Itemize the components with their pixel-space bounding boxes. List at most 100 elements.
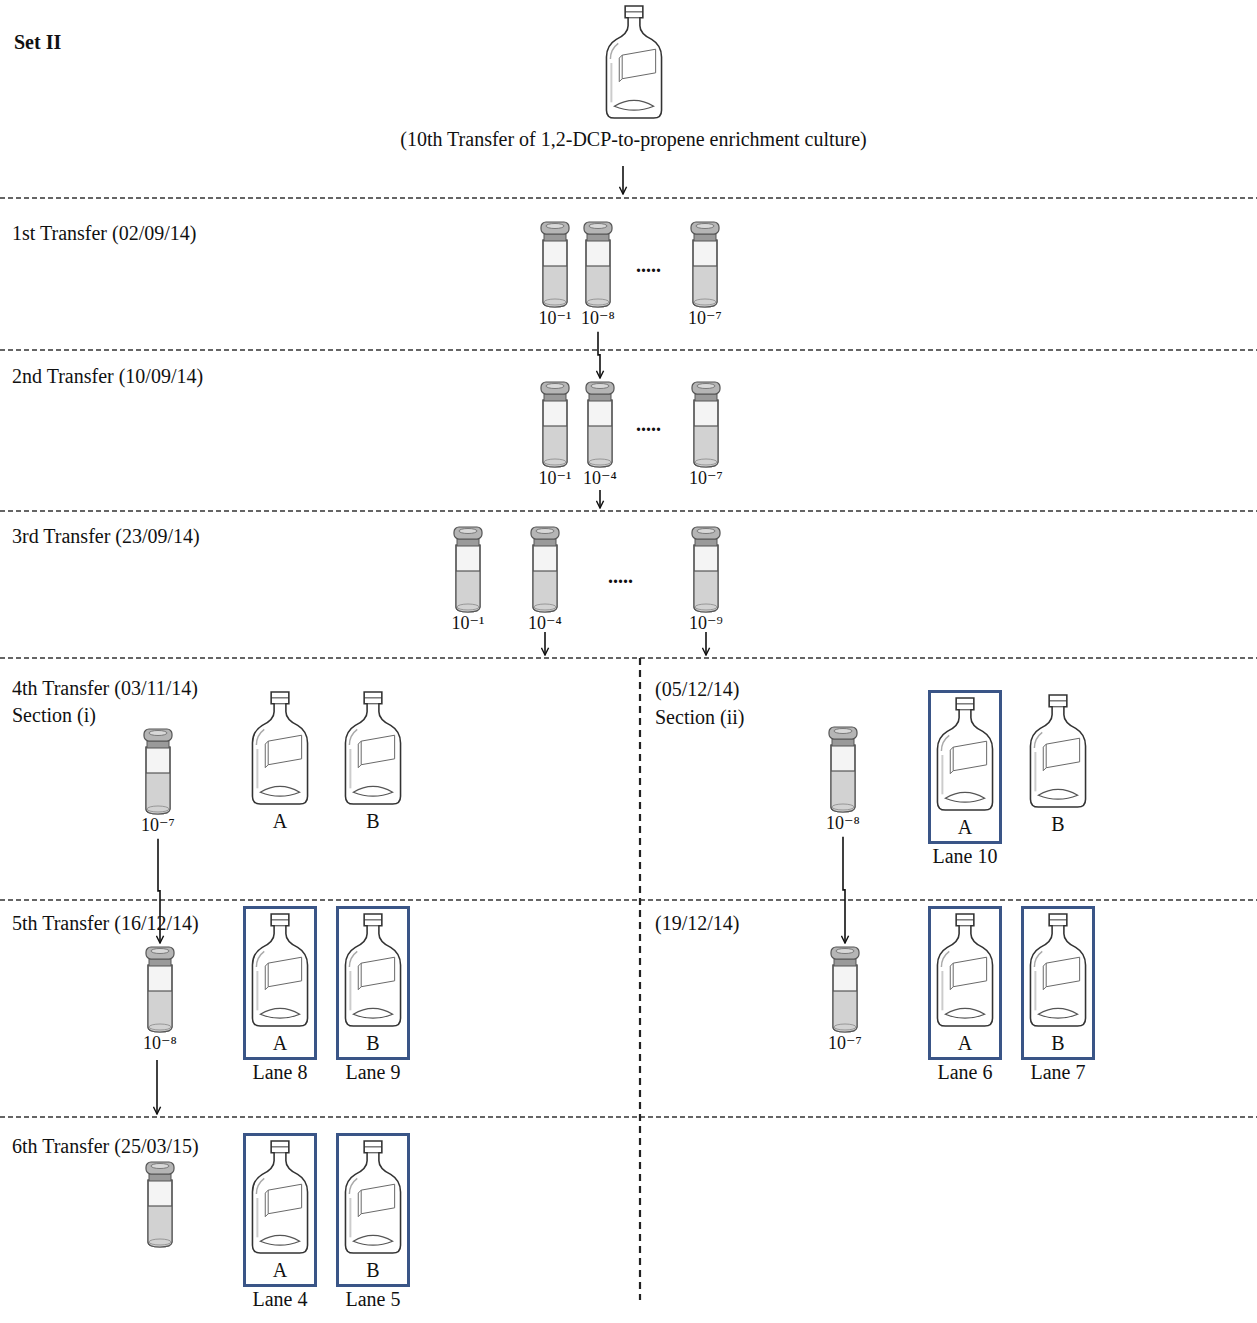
bottle-letter: A: [958, 1032, 972, 1054]
dilution-vial: 10⁻⁴: [528, 525, 562, 634]
bottle-letter: A: [273, 810, 287, 832]
vial-drawing: [689, 525, 723, 613]
bottle-letter: A: [273, 1032, 287, 1054]
dilution-vial: 10⁻⁷: [141, 727, 175, 836]
bottle-drawing: [248, 690, 312, 808]
vial-drawing: [538, 220, 572, 308]
dilution-vial: 10⁻⁴: [583, 380, 617, 489]
transfer-label: 4th Transfer (03/11/14): [12, 677, 198, 699]
bottle-drawing: [341, 1139, 405, 1257]
bottle-letter: B: [366, 1032, 379, 1054]
vial-drawing: [141, 727, 175, 815]
dilution-vial: 10⁻⁷: [689, 380, 723, 489]
bottle-letter: B: [1051, 813, 1064, 835]
dilution-label: 10⁻⁷: [828, 1034, 862, 1054]
culture-bottle: (10th Transfer of 1,2-DCP-to-propene enr…: [400, 4, 867, 150]
lane-box: BLane 9: [336, 906, 410, 1060]
dilution-label: 10⁻⁹: [689, 614, 723, 634]
lane-box: ALane 8: [243, 906, 317, 1060]
bottle-drawing: [1026, 693, 1090, 811]
vial-drawing: [528, 525, 562, 613]
dilution-label: 10⁻⁸: [143, 1034, 177, 1054]
vial-drawing: [583, 380, 617, 468]
lane-label: Lane 10: [933, 845, 998, 867]
dilution-vial: 10⁻⁸: [826, 725, 860, 834]
vial-drawing: [688, 220, 722, 308]
vial-drawing: [581, 220, 615, 308]
bottle-letter: B: [366, 1259, 379, 1281]
transfer-label: 6th Transfer (25/03/15): [12, 1135, 199, 1157]
bottle-drawing: [248, 912, 312, 1030]
bottle-letter: B: [1051, 1032, 1064, 1054]
dilution-vial: 10⁻⁸: [143, 945, 177, 1054]
culture-bottle: B: [341, 690, 405, 832]
vial-drawing: [828, 945, 862, 1033]
transfer-label: (05/12/14): [655, 678, 739, 700]
vial-drawing: [826, 725, 860, 813]
dilution-vial: 10⁻¹: [538, 380, 572, 489]
dilution-label: 10⁻⁸: [826, 814, 860, 834]
transfer-label: Section (ii): [655, 706, 744, 728]
section-divider: [639, 658, 641, 1300]
lane-label: Lane 5: [346, 1288, 401, 1310]
bottle-drawing: [933, 696, 997, 814]
dilution-vial: 10⁻⁷: [828, 945, 862, 1054]
dilution-vial: 10⁻¹: [451, 525, 485, 634]
set-title: Set II: [14, 31, 61, 53]
ellipsis: .....: [636, 413, 661, 435]
sample-vial: [146, 1162, 174, 1247]
vial-drawing: [143, 945, 177, 1033]
vial-drawing: [689, 380, 723, 468]
dilution-label: 10⁻⁷: [688, 309, 722, 329]
transfer-arrows: [157, 166, 706, 1114]
bottle-letter: A: [958, 816, 972, 838]
transfer-label: 1st Transfer (02/09/14): [12, 222, 196, 244]
transfer-label: 2nd Transfer (10/09/14): [12, 365, 203, 387]
transfer-label: 3rd Transfer (23/09/14): [12, 525, 200, 547]
transfer-label: Section (i): [12, 704, 96, 726]
divider-lines: [0, 198, 1257, 1117]
bottle-drawing: [933, 912, 997, 1030]
bottle-drawing: [341, 912, 405, 1030]
dilution-label: 10⁻¹: [539, 309, 572, 329]
dilution-label: 10⁻¹: [452, 614, 485, 634]
ellipsis: .....: [636, 254, 661, 276]
transfer-arrow: [598, 332, 600, 378]
dilution-label: 10⁻⁸: [581, 309, 615, 329]
lane-box: BLane 7: [1021, 906, 1095, 1060]
bottle-letter: A: [273, 1259, 287, 1281]
lane-label: Lane 8: [253, 1061, 308, 1083]
bottle-letter: B: [366, 810, 379, 832]
lane-label: Lane 4: [253, 1288, 308, 1310]
culture-bottle: B: [1026, 693, 1090, 835]
lane-box: ALane 6: [928, 906, 1002, 1060]
dilution-label: 10⁻¹: [539, 469, 572, 489]
dilution-vial: 10⁻⁸: [581, 220, 615, 329]
transfer-arrow: [843, 837, 845, 943]
lane-box: ALane 10: [928, 690, 1002, 844]
dilution-label: 10⁻⁴: [528, 614, 562, 634]
dilution-vial: 10⁻⁹: [689, 525, 723, 634]
bottle-drawing: [1026, 912, 1090, 1030]
dilution-label: 10⁻⁷: [689, 469, 723, 489]
lane-box: ALane 4: [243, 1133, 317, 1287]
ellipsis: .....: [608, 565, 633, 587]
vial-drawing: [538, 380, 572, 468]
transfer-label: (19/12/14): [655, 912, 739, 934]
lane-label: Lane 6: [938, 1061, 993, 1083]
lane-box: BLane 5: [336, 1133, 410, 1287]
culture-caption: (10th Transfer of 1,2-DCP-to-propene enr…: [400, 128, 867, 150]
dilution-vial: 10⁻¹: [538, 220, 572, 329]
bottle-drawing: [602, 4, 666, 122]
dilution-vial: 10⁻⁷: [688, 220, 722, 329]
lane-label: Lane 7: [1031, 1061, 1086, 1083]
bottle-drawing: [341, 690, 405, 808]
dilution-label: 10⁻⁴: [583, 469, 617, 489]
vial-drawing: [451, 525, 485, 613]
lane-label: Lane 9: [346, 1061, 401, 1083]
bottle-drawing: [248, 1139, 312, 1257]
dilution-label: 10⁻⁷: [141, 816, 175, 836]
